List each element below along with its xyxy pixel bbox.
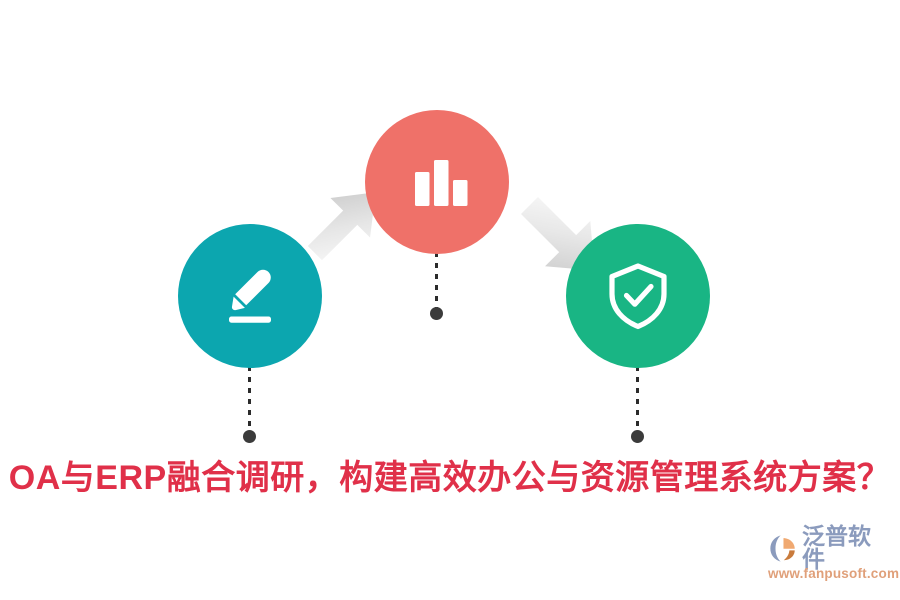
arrow-down-right-icon — [512, 192, 612, 284]
arrow-up-right-icon — [300, 182, 392, 262]
shield-check-icon — [609, 263, 667, 330]
logo-url: www.fanpusoft.com — [768, 566, 900, 581]
leader-dot-secure — [631, 430, 644, 443]
leader-dot-analysis — [430, 307, 443, 320]
logo-wordmark: 泛普软件 — [802, 523, 871, 572]
node-analysis[interactable] — [365, 110, 509, 254]
leader-line-secure — [636, 366, 639, 432]
bar-chart-icon — [415, 160, 468, 206]
pencil-edit-icon — [229, 269, 271, 323]
leader-dot-survey — [243, 430, 256, 443]
leader-line-analysis — [435, 252, 438, 310]
leader-line-survey — [248, 366, 251, 432]
node-survey[interactable] — [178, 224, 322, 368]
fanpu-logo-icon — [770, 535, 795, 562]
node-secure[interactable] — [566, 224, 710, 368]
brand-logo: 泛普软件 www.fanpusoft.com — [768, 525, 900, 588]
headline-text: OA与ERP融合调研，构建高效办公与资源管理系统方案？ — [8, 459, 892, 497]
